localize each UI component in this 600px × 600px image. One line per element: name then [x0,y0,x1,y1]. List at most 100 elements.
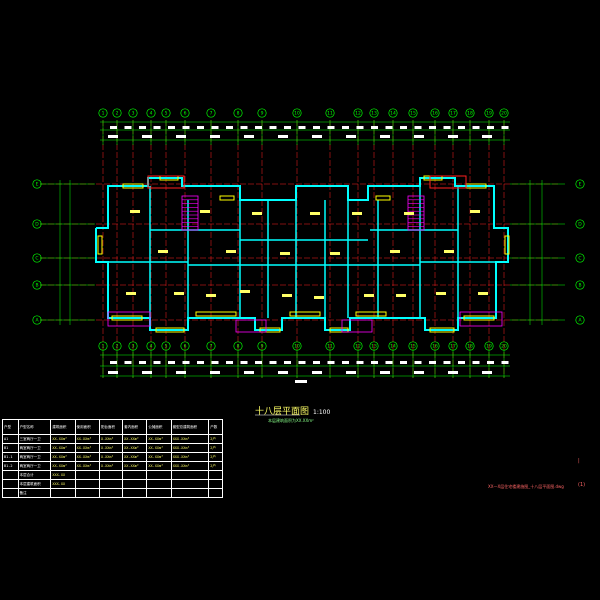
room-label [200,210,210,213]
window [463,315,495,321]
area-table-cell [74,470,100,480]
window [97,235,103,255]
area-table-cell [208,470,223,480]
grid-bubble-label: 16 [432,111,438,117]
dimension-text-top [327,126,335,129]
dimension-text-top [356,126,364,129]
room-label [158,250,168,253]
dimension-text-bottom [400,361,407,364]
dimension-text-bottom [487,361,494,364]
dimension-text-top [226,126,233,129]
grid-bubble-side-label: C [35,256,38,262]
dimension-text-top-2 [108,135,118,138]
area-table-cell [2,470,19,480]
grid-bubble-label: 5 [165,111,168,117]
dimension-text-top [110,126,117,129]
area-table-cell [74,479,100,489]
window [429,327,455,333]
room-label [396,294,406,297]
area-table-header-cell: 户数 [208,419,223,435]
area-table-cell [146,479,172,489]
dimension-text-top [501,126,509,129]
dimension-text-bottom-2 [380,371,390,374]
area-table-cell: A1 [2,434,19,444]
dimension-text-top-2 [210,135,220,138]
corner-mark-2: (1) [578,482,586,488]
dimension-text-top-2 [448,135,458,138]
dimension-text-bottom [429,361,436,364]
area-table-cell: 2户 [208,434,223,444]
area-table-header-cell: 户型名称 [17,419,52,435]
grid-bubble [128,341,138,351]
grid-bubble-label: 8 [237,111,240,117]
grid-bubbles: 1122334455667788991010111112121313141415… [32,108,585,351]
grid-bubble-label: 17 [450,111,456,117]
grid-bubble [448,108,458,118]
grid-bubble-side [32,253,42,263]
dimension-text-bottom-2 [108,371,118,374]
dimension-text-bottom [414,361,422,364]
grid-bubble-side-label: D [578,222,582,228]
dimension-text-total [295,380,307,383]
area-table-cell [208,488,223,498]
dimension-text-top-2 [244,135,254,138]
area-table-cell: 两室两厅一卫 [17,443,52,453]
dimension-text-top-2 [414,135,424,138]
grid-bubble-label: 2 [116,111,119,117]
grid-bubble-label: 15 [410,111,416,117]
grid-bubble-label: 8 [237,344,240,350]
area-table-cell: B1 [2,443,19,453]
dimension-text-top [313,126,320,129]
area-table-cell: 本层合计 [17,470,52,480]
area-table-cell: 两室两厅一卫 [17,461,52,471]
dimension-text-top [211,126,219,129]
grid-bubble-label: 15 [410,344,416,350]
grid-bubble-label: 6 [184,344,187,350]
grid-bubble-side-label: D [35,222,39,228]
grid-bubble [388,341,398,351]
grid-bubble [465,341,475,351]
grid-bubble [257,341,267,351]
area-table-cell: 三室两厅一卫 [17,434,52,444]
area-table-cell: X.XXm² [98,452,124,462]
area-table-cell: 本层建筑面积 [17,479,52,489]
room-label [226,250,236,253]
area-table-cell: XX.XXm² [50,434,76,444]
dimension-text-bottom [298,361,306,364]
dimension-text-bottom [168,361,175,364]
grid-bubble-label: 7 [210,111,213,117]
grid-bubble-label: 13 [371,111,377,117]
area-table-cell: X.XXm² [98,434,124,444]
grid-bubble [353,341,363,351]
area-table-header-cell: 使用面积 [74,419,100,435]
area-table-cell [122,479,148,489]
room-label [444,250,454,253]
window [122,183,144,189]
dimension-text-top [124,126,132,129]
grid-bubble-label: 13 [371,344,377,350]
grid-bubble-label: 3 [132,111,135,117]
dimension-text-bottom [226,361,233,364]
grid-bubble-label: 14 [390,344,396,350]
area-table-header-cell: 阳台面积 [98,419,124,435]
dimension-text-top [153,126,161,129]
dimension-text-top-2 [142,135,152,138]
drawing-scale: 1:100 [313,409,331,416]
grid-bubble-side-label: B [35,283,38,289]
grid-bubble-label: 12 [355,111,361,117]
dimension-text-bottom-2 [210,371,220,374]
window [111,315,143,321]
dimension-text-bottom [327,361,335,364]
grid-bubble-label: 9 [261,111,264,117]
dimension-text-bottom-2 [278,371,288,374]
grid-bubble-label: 17 [450,344,456,350]
grid-bubble [353,108,363,118]
area-table-cell: XX.XXm² [146,461,172,471]
room-label [310,212,320,215]
dimension-text-top [429,126,436,129]
room-label [478,292,488,295]
grid-bubble [388,108,398,118]
window [355,311,387,317]
